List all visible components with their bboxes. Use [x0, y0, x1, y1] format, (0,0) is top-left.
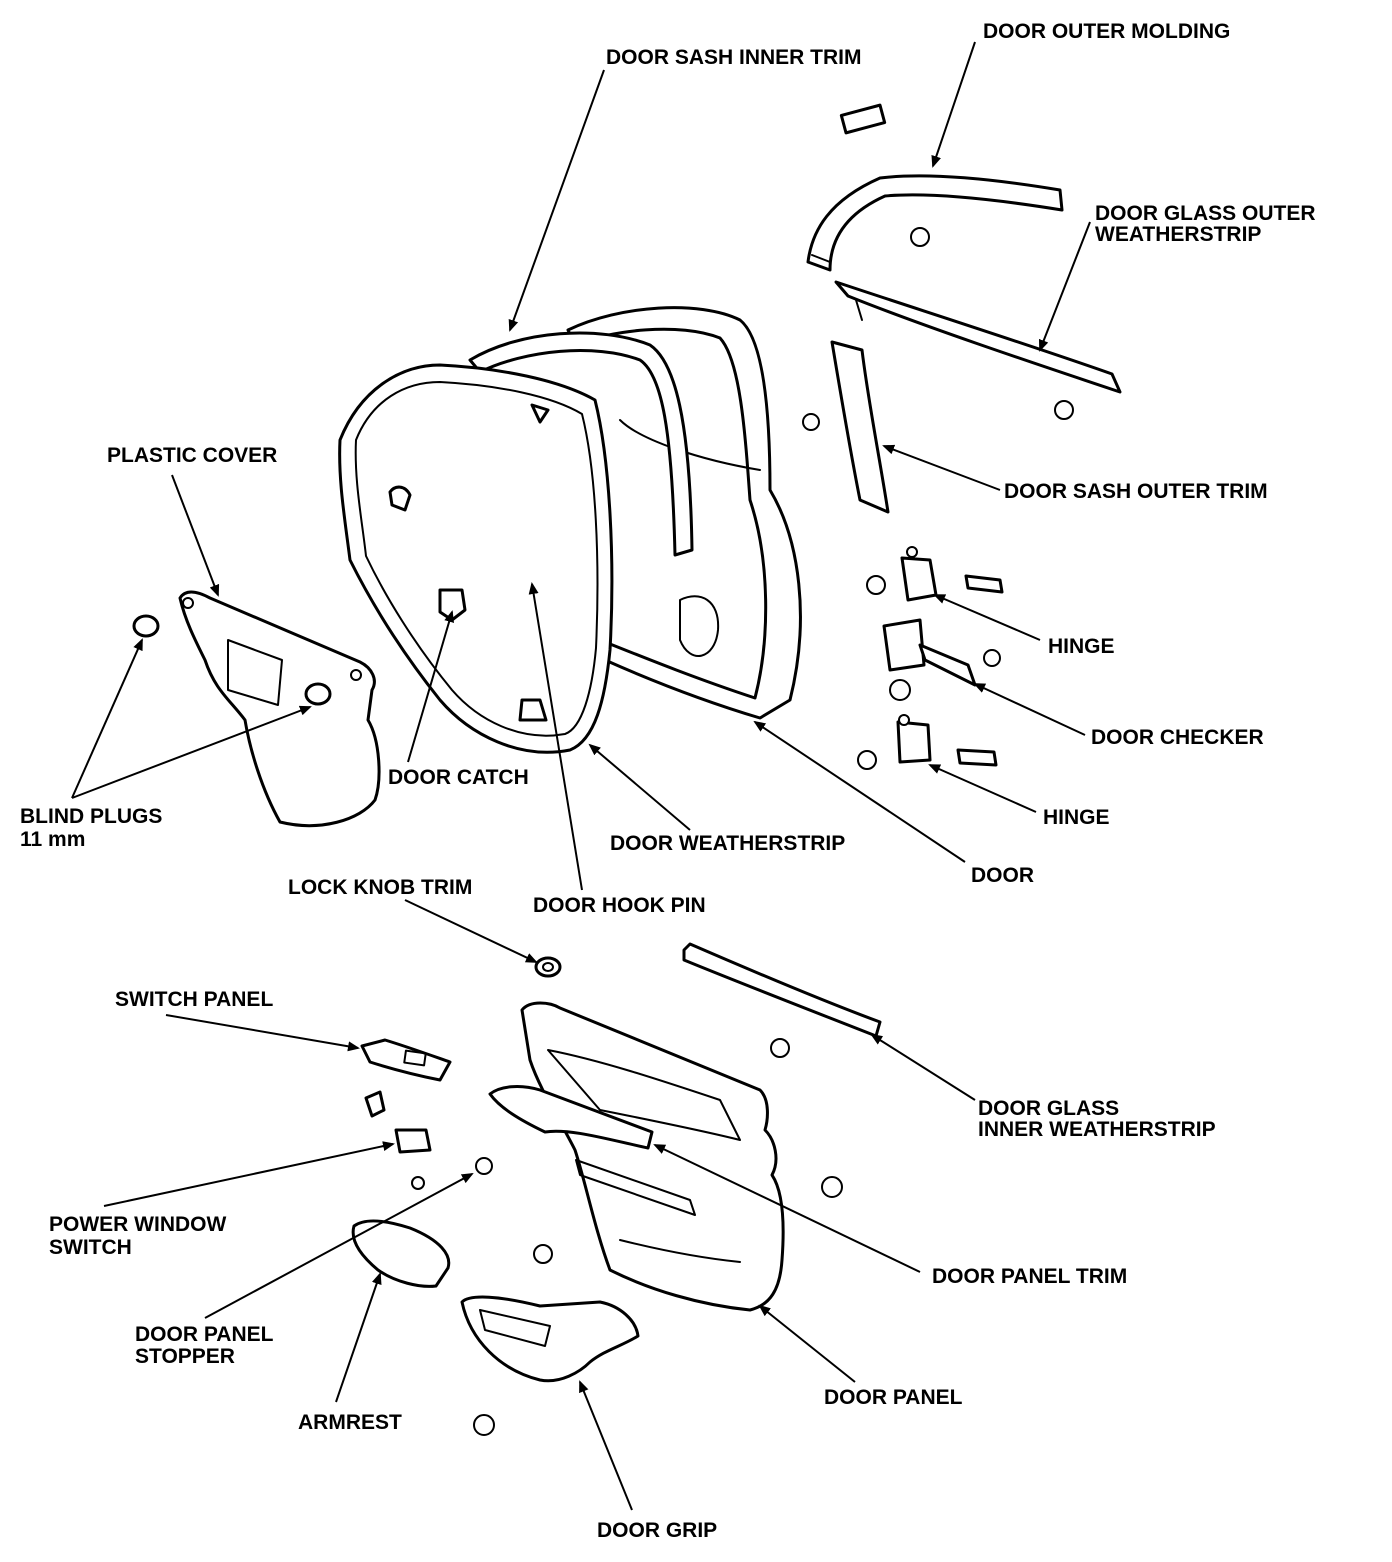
door-grip-part	[460, 1295, 640, 1383]
door-outer-molding-part	[806, 103, 1064, 272]
switch-panel-part	[360, 1038, 452, 1082]
door-weatherstrip-part	[338, 363, 614, 754]
label-door-glass-outer-weatherstrip-line2: WEATHERSTRIP	[1095, 223, 1261, 246]
label-door-panel-trim: DOOR PANEL TRIM	[932, 1265, 1127, 1288]
plastic-cover-part	[132, 590, 381, 828]
label-door-catch: DOOR CATCH	[388, 766, 529, 789]
armrest-part	[351, 1219, 451, 1288]
callout-labels: DOOR OUTER MOLDING DOOR SASH INNER TRIM …	[20, 20, 1316, 1542]
hinge-checker-parts	[857, 546, 1004, 770]
label-door-panel: DOOR PANEL	[824, 1386, 963, 1409]
door-panel-trim-part	[488, 1085, 654, 1150]
door-sash-outer-trim-part	[830, 340, 890, 514]
leader-lines	[71, 41, 1091, 1511]
label-plastic-cover: PLASTIC COVER	[107, 444, 277, 467]
label-door-glass-outer-weatherstrip-line1: DOOR GLASS OUTER	[1095, 202, 1316, 225]
label-door-sash-outer-trim: DOOR SASH OUTER TRIM	[1004, 480, 1268, 503]
label-door-sash-inner-trim: DOOR SASH INNER TRIM	[606, 46, 862, 69]
door-glass-outer-weatherstrip-part	[834, 280, 1122, 394]
label-door-weatherstrip: DOOR WEATHERSTRIP	[610, 832, 845, 855]
label-power-window-switch-line1: POWER WINDOW	[49, 1213, 226, 1236]
label-blind-plugs-line2: 11 mm	[20, 828, 85, 851]
label-switch-panel: SWITCH PANEL	[115, 988, 273, 1011]
label-lock-knob-trim: LOCK KNOB TRIM	[288, 876, 472, 899]
door-glass-inner-weatherstrip-part	[682, 942, 882, 1038]
label-door-outer-molding: DOOR OUTER MOLDING	[983, 20, 1230, 43]
label-armrest: ARMREST	[298, 1411, 402, 1434]
label-hinge-upper: HINGE	[1048, 635, 1115, 658]
lock-knob-trim-part	[534, 956, 562, 978]
label-door-glass-inner-weatherstrip-line1: DOOR GLASS	[978, 1097, 1119, 1120]
label-door-grip: DOOR GRIP	[597, 1519, 717, 1542]
label-door: DOOR	[971, 864, 1034, 887]
label-door-glass-inner-weatherstrip-line2: INNER WEATHERSTRIP	[978, 1118, 1216, 1141]
door-panel-part	[520, 1001, 785, 1312]
label-door-hook-pin: DOOR HOOK PIN	[533, 894, 706, 917]
power-window-switch-part	[364, 1090, 432, 1154]
label-hinge-lower: HINGE	[1043, 806, 1110, 829]
label-door-checker: DOOR CHECKER	[1091, 726, 1264, 749]
label-blind-plugs-line1: BLIND PLUGS	[20, 805, 162, 828]
label-door-panel-stopper-line2: STOPPER	[135, 1345, 235, 1368]
label-power-window-switch-line2: SWITCH	[49, 1236, 132, 1259]
label-door-panel-stopper-line1: DOOR PANEL	[135, 1323, 274, 1346]
